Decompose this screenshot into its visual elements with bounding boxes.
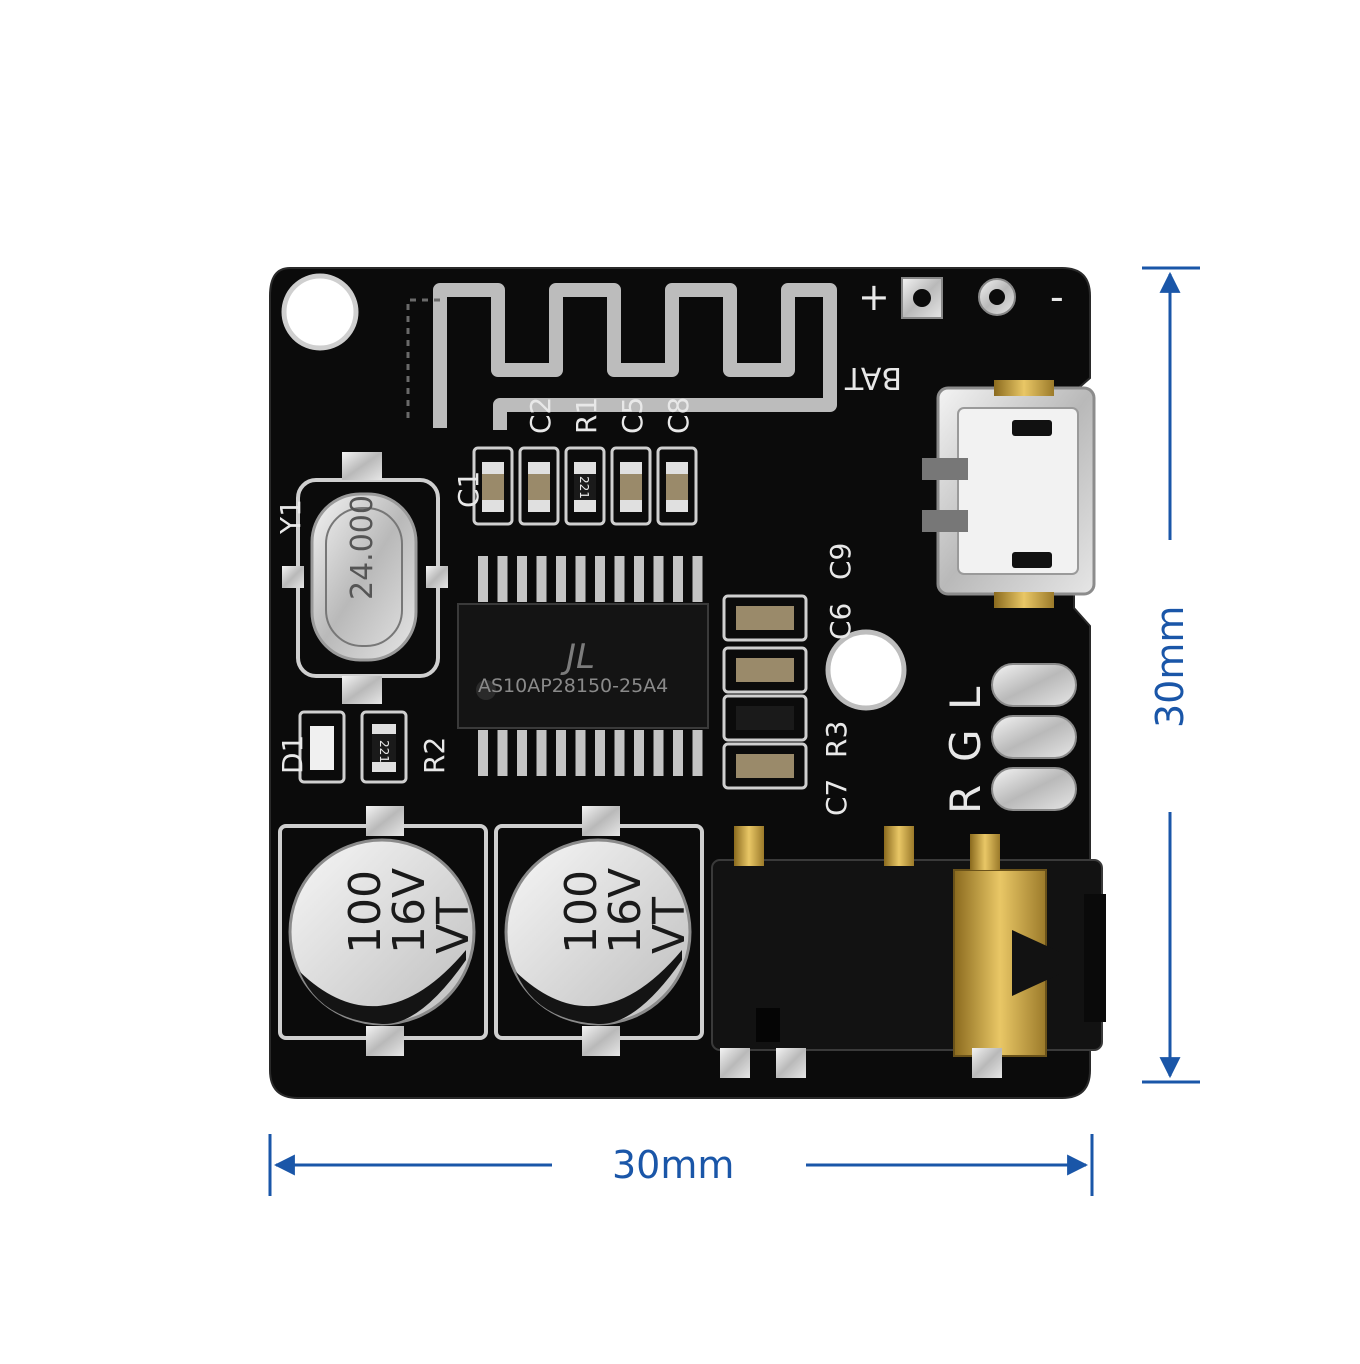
label-y1: Y1: [274, 499, 307, 535]
chip-pin-top: [595, 556, 605, 602]
label-bat: BAT: [844, 360, 902, 395]
label-c2: C2: [524, 397, 557, 434]
label-c1: C1: [452, 471, 485, 508]
chip-pin-bottom: [692, 730, 703, 776]
crystal-y1: [282, 452, 448, 704]
capacitor-left-voltage: 16V: [384, 868, 435, 954]
capacitor-right-voltage: 16V: [600, 868, 651, 954]
chip-pin-bottom: [653, 730, 664, 776]
crystal-marking: 24.000: [345, 495, 380, 600]
chip-pin-top: [478, 556, 488, 602]
label-c7: C7: [820, 779, 853, 816]
dimension-horizontal: [268, 1134, 1094, 1196]
width-dimension-label: 30mm: [612, 1143, 735, 1187]
label-r: R: [941, 785, 990, 814]
mounting-hole-right: [825, 629, 907, 711]
capacitor-right-series: VT: [644, 897, 695, 954]
chip-pin-bottom: [497, 730, 508, 776]
chip-pin-top: [692, 556, 703, 602]
capacitor-left: [278, 806, 488, 1056]
label-c8: C8: [662, 397, 695, 434]
capacitor-right: [494, 806, 704, 1056]
led-d1: [298, 710, 346, 784]
capacitor-left-series: VT: [428, 897, 479, 954]
chip-pin-bottom: [614, 730, 625, 776]
chip-pin-bottom: [517, 730, 527, 776]
label-r2: R2: [418, 737, 451, 774]
label-resistor-r1-marking: 221: [577, 476, 591, 499]
smd-column-right: [722, 594, 808, 790]
label-c6: C6: [824, 603, 857, 640]
speaker-output-pads: [991, 663, 1077, 811]
resistor-r2: [360, 710, 408, 784]
label-l: L: [941, 686, 990, 710]
chip-pin-top: [634, 556, 644, 602]
smd-row-top: [472, 446, 698, 526]
label-resistor-r2-marking: 221: [377, 740, 391, 763]
chip-pin-bottom: [556, 730, 566, 776]
chip-pin-top: [575, 556, 586, 602]
label-g: G: [941, 729, 990, 762]
chip-pin-top: [517, 556, 527, 602]
chip-pin-top: [614, 556, 625, 602]
antenna-trace: [433, 283, 837, 430]
chip-pin-top: [653, 556, 664, 602]
label-plus: +: [858, 275, 890, 319]
capacitor-left-value: 100: [340, 870, 391, 954]
audio-jack: [711, 826, 1106, 1078]
dimension-vertical: [1142, 266, 1200, 1084]
capacitor-right-value: 100: [556, 870, 607, 954]
chip-logo: JL: [560, 637, 595, 677]
chip-pin-bottom: [536, 730, 547, 776]
label-r3: R3: [820, 721, 853, 758]
label-c9: C9: [824, 543, 857, 580]
label-r1: R1: [570, 397, 603, 434]
chip-pin-bottom: [478, 730, 488, 776]
chip-pin-bottom: [634, 730, 644, 776]
main-chip: [457, 603, 709, 729]
chip-pins: [478, 556, 703, 776]
chip-pin-top: [673, 556, 683, 602]
chip-pin-bottom: [575, 730, 586, 776]
label-minus: -: [1050, 275, 1064, 319]
chip-pin-bottom: [673, 730, 683, 776]
height-dimension-label: 30mm: [1148, 605, 1192, 728]
label-c5: C5: [616, 397, 649, 434]
chip-pin-top: [497, 556, 508, 602]
micro-usb-connector: [922, 380, 1096, 608]
mounting-hole-top-left: [281, 273, 359, 351]
chip-pin-bottom: [595, 730, 605, 776]
label-d1: D1: [276, 735, 309, 774]
chip-pin-top: [536, 556, 547, 602]
chip-marking: AS10AP28150-25A4: [478, 675, 668, 697]
chip-pin-top: [556, 556, 566, 602]
